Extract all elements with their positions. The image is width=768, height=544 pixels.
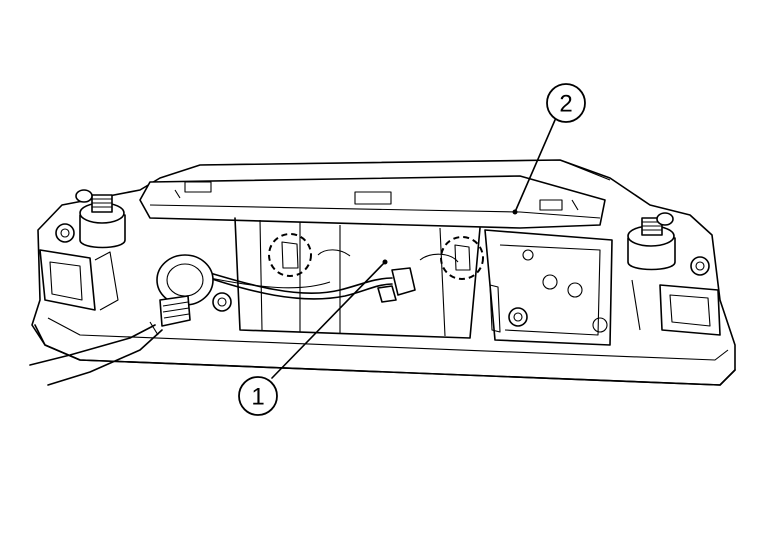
wiring-harness [199, 249, 459, 303]
leader-line-2 [514, 119, 556, 213]
clip-highlight-left [268, 233, 312, 277]
callout-1-label: 1 [251, 384, 264, 411]
right-stud-bolt [627, 212, 676, 271]
right-bracket [631, 279, 721, 336]
cable-grommet [29, 254, 214, 386]
mounting-nuts [55, 223, 710, 327]
leader-line-1 [271, 261, 386, 379]
leader-dot-2 [512, 209, 518, 215]
base-housing [31, 159, 736, 386]
left-bracket [39, 249, 119, 311]
callout-2: 2 [546, 83, 586, 123]
left-stud-bolt [75, 189, 126, 249]
top-lid [139, 175, 606, 229]
leader-dot-1 [382, 259, 388, 265]
callout-1: 1 [238, 376, 278, 416]
clip-highlight-right [440, 236, 484, 280]
interior-cavity [234, 217, 613, 346]
callout-2-label: 2 [559, 91, 572, 118]
